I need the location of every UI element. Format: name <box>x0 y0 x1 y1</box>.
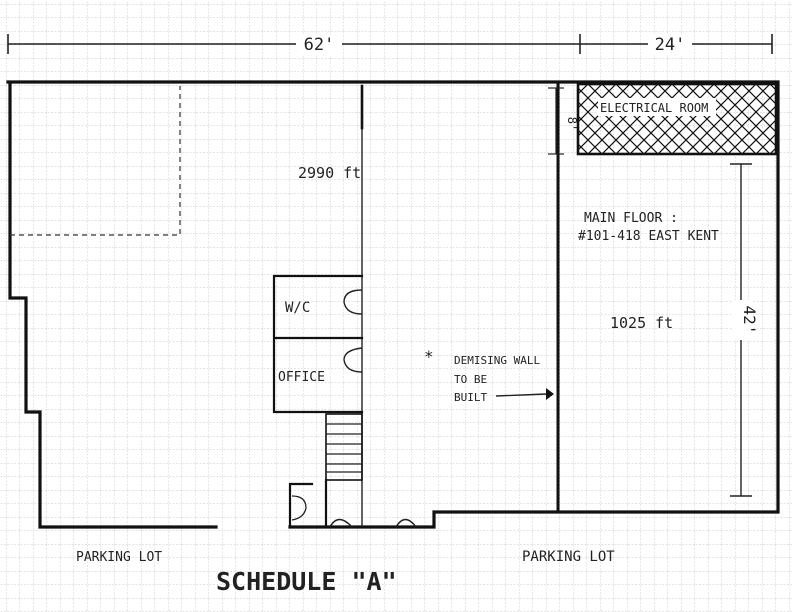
top-dimension-line <box>7 34 773 54</box>
demising-note-line2: TO BE <box>454 373 487 386</box>
main-floor-address: #101-418 EAST KENT <box>578 229 719 244</box>
height-dimension: 42' <box>740 306 759 335</box>
demising-asterisk: * <box>424 347 434 366</box>
wc-door-swing <box>343 289 363 315</box>
stairs <box>325 413 363 481</box>
demising-arrow <box>495 388 554 400</box>
wc-office-walls <box>272 274 364 414</box>
parking-lot-left: PARKING LOT <box>76 550 162 565</box>
vestibule-walls <box>288 478 328 529</box>
demising-note-line1: DEMISING WALL <box>454 354 540 367</box>
left-dim-label-bg <box>296 34 342 54</box>
height-dim-label-bg <box>732 300 752 340</box>
left-area-label: 2990 ft <box>298 164 361 182</box>
left-width-dimension: 62' <box>304 35 335 55</box>
right-dim-label-bg <box>648 34 692 54</box>
electrical-depth-dimension-line <box>548 87 564 155</box>
electrical-depth-label: 8' <box>565 117 579 131</box>
electrical-label-bg <box>598 98 716 116</box>
vestibule-door-swing <box>291 495 307 521</box>
electrical-room <box>576 82 778 156</box>
side-door-swing <box>395 518 417 528</box>
demising-note-line3: BUILT <box>454 391 487 404</box>
electrical-room-label: ELECTRICAL ROOM <box>600 101 708 115</box>
main-floor-title: MAIN FLOOR : <box>584 211 678 226</box>
mezzanine-outline <box>10 86 181 236</box>
office-label: OFFICE <box>278 370 325 385</box>
exterior-wall <box>6 80 780 529</box>
schedule-title: SCHEDULE "A" <box>216 567 397 596</box>
right-area-label: 1025 ft <box>610 314 673 332</box>
parking-lot-right: PARKING LOT <box>522 549 615 565</box>
wc-label: W/C <box>285 300 310 316</box>
right-width-dimension: 24' <box>655 35 686 55</box>
office-door-swing <box>343 347 363 373</box>
front-door-swing <box>329 518 353 528</box>
